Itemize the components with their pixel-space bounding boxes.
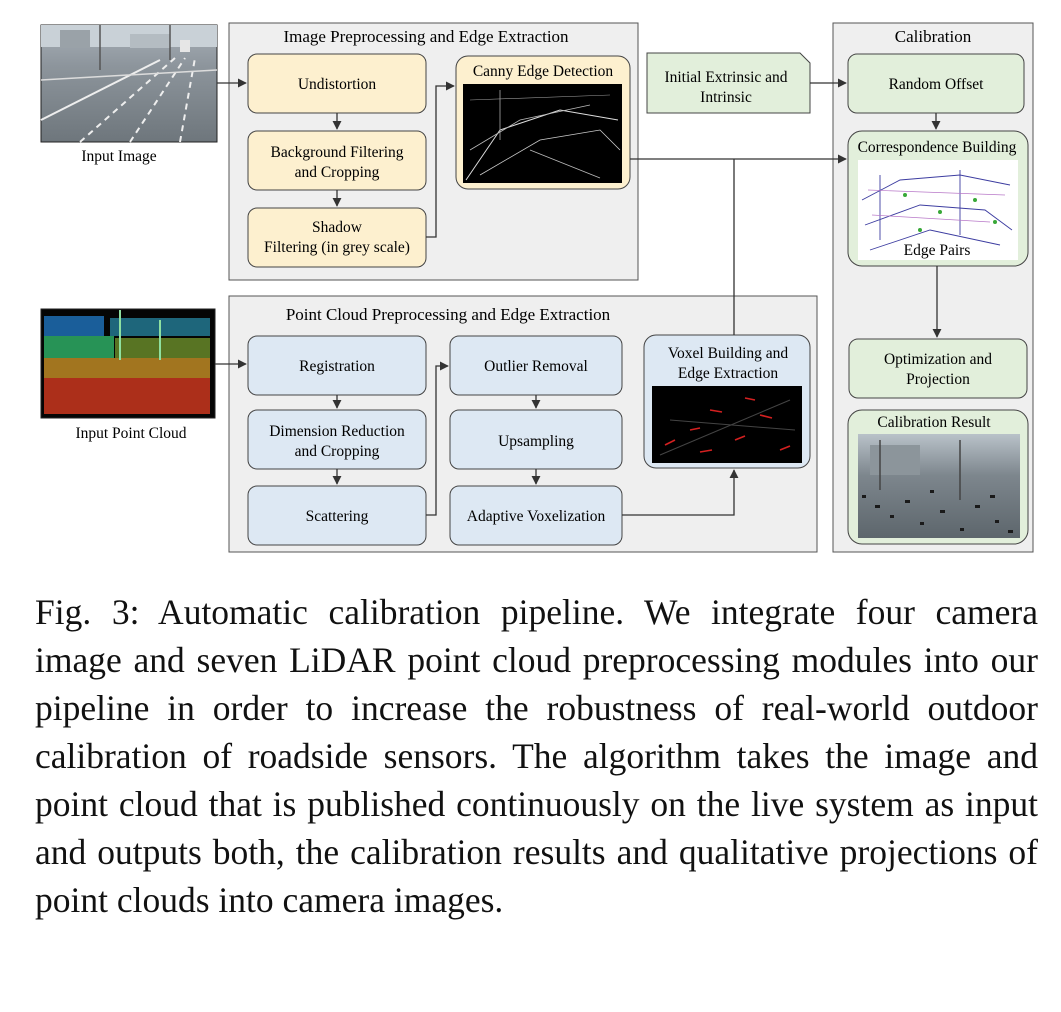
initial-params-line1: Initial Extrinsic and <box>664 69 787 86</box>
optimization-line2: Projection <box>906 371 970 388</box>
optimization-line1: Optimization and <box>884 351 992 368</box>
input-point-cloud <box>40 308 216 419</box>
correspondence-label: Correspondence Building <box>858 139 1017 156</box>
voxel-building-line1: Voxel Building and <box>668 345 789 362</box>
background-filtering-line1: Background Filtering <box>270 144 403 161</box>
outlier-removal-label: Outlier Removal <box>484 358 588 375</box>
input-pointcloud-label: Input Point Cloud <box>75 425 186 442</box>
voxel-building-line2: Edge Extraction <box>678 365 779 382</box>
scattering-label: Scattering <box>306 508 369 525</box>
dimension-reduction-line1: Dimension Reduction <box>269 423 405 440</box>
undistortion-label: Undistortion <box>298 76 377 93</box>
adaptive-voxelization-label: Adaptive Voxelization <box>467 508 606 525</box>
caption-text: Fig. 3: Automatic calibration pipeline. … <box>35 592 1038 920</box>
background-filtering-line2: and Cropping <box>295 164 380 181</box>
calibration-result-image <box>858 434 1020 538</box>
image-section-title: Image Preprocessing and Edge Extraction <box>283 27 569 46</box>
edge-pairs-label: Edge Pairs <box>904 242 971 259</box>
input-image-label: Input Image <box>81 148 156 165</box>
input-image <box>40 24 218 143</box>
canny-label: Canny Edge Detection <box>473 63 614 80</box>
voxel-edge-image <box>652 386 802 463</box>
upsampling-label: Upsampling <box>498 433 574 450</box>
pointcloud-section-title: Point Cloud Preprocessing and Edge Extra… <box>286 305 611 324</box>
optimization-box <box>848 338 1028 399</box>
shadow-filtering-box <box>247 207 427 268</box>
registration-label: Registration <box>299 358 375 375</box>
figure-caption: Fig. 3: Automatic calibration pipeline. … <box>35 588 1038 924</box>
shadow-filtering-line1: Shadow <box>312 219 363 236</box>
initial-params-line2: Intrinsic <box>700 89 752 106</box>
initial-params-box <box>646 52 811 114</box>
shadow-filtering-line2: Filtering (in grey scale) <box>264 239 410 256</box>
calibration-section-title: Calibration <box>895 27 972 46</box>
calibration-result-label: Calibration Result <box>877 414 991 431</box>
canny-edge-image <box>463 84 622 183</box>
edge-pairs-image <box>858 160 1018 260</box>
random-offset-label: Random Offset <box>889 76 985 93</box>
dimension-reduction-line2: and Cropping <box>295 443 380 460</box>
pipeline-diagram: Input Image Input Point Cloud Image Prep… <box>40 22 1034 553</box>
